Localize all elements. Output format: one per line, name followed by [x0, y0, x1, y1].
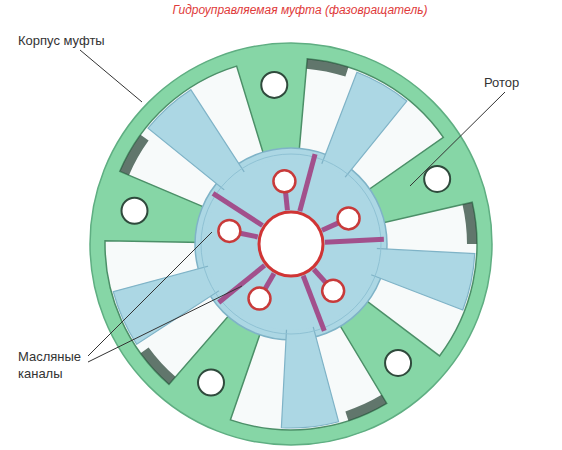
- bolt-hole: [198, 370, 224, 396]
- part-label: Ротор: [484, 74, 519, 91]
- rotor-hole: [322, 280, 344, 302]
- oil-channel: [213, 193, 262, 225]
- part-label: Корпус муфты: [18, 32, 105, 49]
- oil-channel: [303, 276, 324, 331]
- chamber-shadow: [462, 202, 477, 244]
- rotor-ring: [201, 154, 381, 334]
- bolt-hole: [385, 350, 411, 376]
- bolt-hole: [424, 166, 450, 192]
- leader-line: [88, 286, 242, 362]
- oil-channel: [300, 154, 315, 211]
- leader-line: [410, 92, 505, 186]
- leader-line: [88, 232, 212, 356]
- oil-channel: [286, 192, 288, 210]
- rotor-hub-fill: [205, 158, 377, 330]
- chamber-shadow: [120, 135, 149, 176]
- rotor-hole: [218, 220, 240, 242]
- oil-channel: [314, 269, 326, 282]
- central-bore: [259, 212, 323, 276]
- rotor-hole: [249, 288, 271, 310]
- rotor-hole: [338, 207, 360, 229]
- bolt-hole: [121, 198, 147, 224]
- bolt-hole: [261, 72, 287, 98]
- title: Гидроуправляемая муфта (фазовращатель): [173, 3, 428, 17]
- chamber-shadow: [306, 59, 348, 77]
- chamber-shadow: [345, 395, 386, 421]
- oil-channel: [265, 273, 274, 289]
- housing: [90, 43, 492, 445]
- rotor-hole: [273, 170, 295, 192]
- oil-channel: [322, 223, 338, 230]
- oil-channel: [325, 239, 384, 242]
- oil-channel: [240, 233, 258, 237]
- leader-line: [80, 50, 142, 102]
- chamber-shadow: [141, 347, 176, 384]
- part-label: Масляные каналы: [18, 348, 100, 382]
